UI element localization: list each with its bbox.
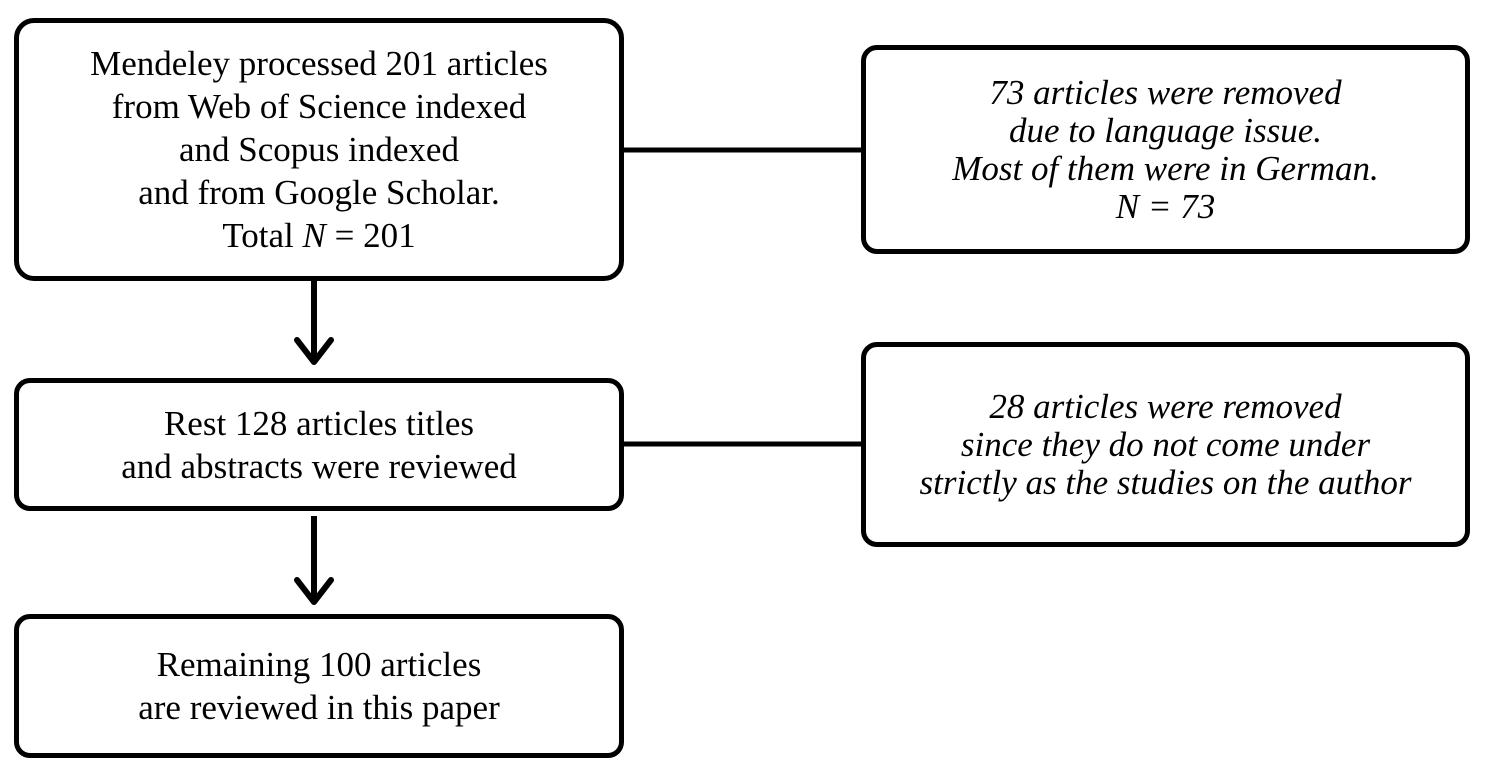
exclusion-2-line-2: since they do not come under [960,424,1371,464]
exclusion-1-line-1: 73 articles were removed [989,72,1342,112]
identification-total: Total N = 201 [222,214,415,257]
screening-box: Rest 128 articles titles and abstracts w… [14,378,624,511]
exclusion-1-line-4: N = 73 [1115,186,1216,226]
total-prefix: Total [222,216,303,255]
screening-line-1: Rest 128 articles titles [163,403,475,443]
arrow-screening-to-final [294,516,334,605]
identification-box: Mendeley processed 201 articles from Web… [14,18,624,281]
total-suffix: = 201 [325,216,416,255]
screening-line-2: and abstracts were reviewed [121,446,517,486]
exclusion-2-line-3: strictly as the studies on the author [919,462,1412,502]
included-line-2: are reviewed in this paper [138,688,500,727]
exclusion-box-scope: 28 articles were removed since they do n… [861,342,1470,547]
identification-line-1: Mendeley processed 201 articles [90,44,548,83]
arrow-start-to-screening [294,281,334,365]
identification-line-3: and Scopus indexed [179,130,459,169]
exclusion-1-line-3: Most of them were in German. [952,148,1379,188]
identification-line-4: and from Google Scholar. [138,173,500,212]
exclusion-2-line-1: 28 articles were removed [989,386,1342,426]
included-line-1: Remaining 100 articles [156,645,482,684]
exclusion-1-line-2: due to language issue. [1008,110,1323,150]
exclusion-box-language: 73 articles were removed due to language… [861,45,1470,254]
identification-line-2: from Web of Science indexed [111,87,527,126]
total-variable: N [302,216,326,255]
included-box: Remaining 100 articles are reviewed in t… [14,614,624,758]
